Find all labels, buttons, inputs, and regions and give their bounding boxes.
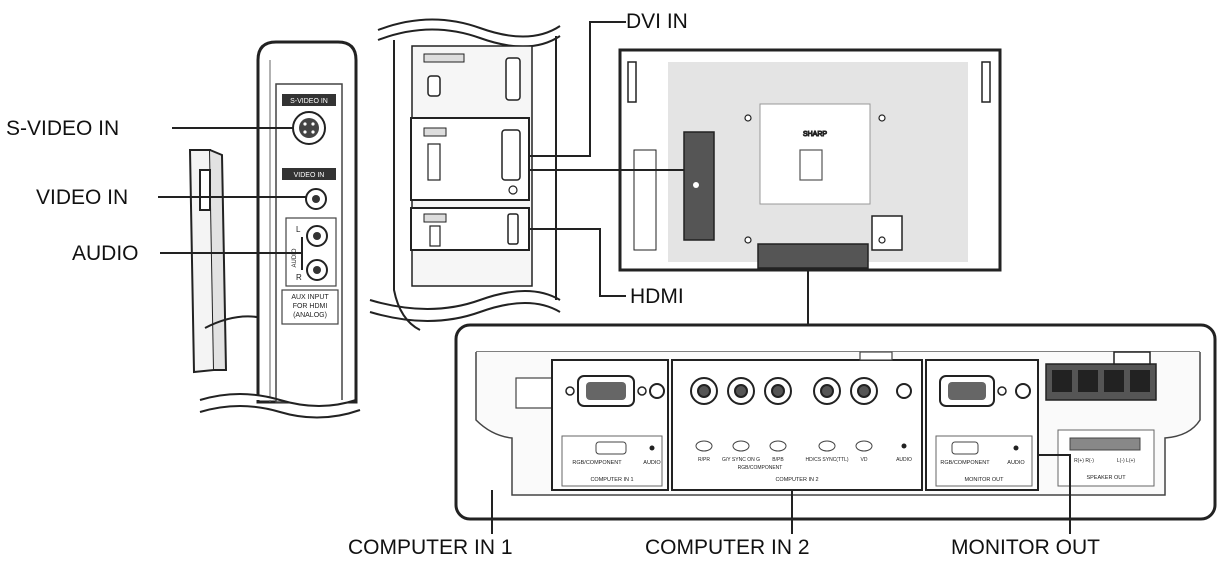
callout-video-in: VIDEO IN	[36, 186, 129, 209]
c1-rgb-component: RGB/COMPONENT	[572, 460, 622, 466]
aux-label-line2: FOR HDMI	[293, 303, 328, 310]
callout-audio: AUDIO	[72, 242, 139, 265]
leader-lines	[158, 21, 1071, 534]
sp-left: L(-) L(+)	[1117, 458, 1136, 464]
c2-group: RGB/COMPONENT	[738, 465, 783, 471]
terminal-panel-closeup: RGB/COMPONENT AUDIO COMPUTER IN 1 R/PR G…	[454, 323, 1217, 521]
computer-in-2-bnc-r	[690, 377, 718, 405]
monitor-out-audio-jack	[1015, 383, 1031, 399]
computer-in-2-bnc-hd	[813, 377, 841, 405]
rear-terminal-strip	[757, 243, 869, 269]
speaker-out-terminals	[1045, 351, 1157, 401]
c1-title: COMPUTER IN 1	[590, 477, 633, 483]
computer-in-2-bnc-vd	[850, 377, 878, 405]
leader-monitor-out	[1038, 454, 1071, 534]
sp-right: R(+) R(-)	[1074, 458, 1094, 464]
c2-hd-cs: HD/CS SYNC(TTL)	[805, 457, 848, 463]
side-audio-r-label: R	[296, 273, 302, 282]
rear-brand: SHARP	[803, 131, 827, 138]
sp-title: SPEAKER OUT	[1086, 475, 1126, 481]
aux-label-line3: (ANALOG)	[293, 312, 327, 319]
rear-dvi-hdmi-panel	[683, 131, 715, 241]
audio-r-jack	[306, 259, 328, 281]
callout-computer-in-1: COMPUTER IN 1	[348, 536, 513, 559]
leader-hdmi	[530, 228, 626, 297]
callout-dvi-in: DVI IN	[626, 10, 688, 33]
computer-in-2-bnc-g	[727, 377, 755, 405]
side-view-monitor	[188, 149, 271, 374]
computer-in-1-vga-port	[565, 375, 647, 407]
callout-monitor-out: MONITOR OUT	[951, 536, 1100, 559]
c2-g-y: G/Y SYNC ON G	[722, 457, 760, 463]
computer-in-1-audio-jack	[649, 383, 665, 399]
computer-in-2-audio-jack	[896, 383, 912, 399]
computer-in-2-bnc-b	[764, 377, 792, 405]
side-audio-l-label: L	[296, 225, 301, 234]
rear-view-monitor: SHARP	[618, 48, 1002, 272]
s-video-jack	[292, 111, 326, 145]
side-terminal-panel: S-VIDEO IN VIDEO IN L AUDIO R AUX I	[199, 40, 361, 419]
side-s-video-label: S-VIDEO IN	[290, 98, 328, 105]
c1-audio: AUDIO	[643, 460, 661, 466]
mo-audio: AUDIO	[1007, 460, 1025, 466]
mo-title: MONITOR OUT	[964, 477, 1004, 483]
c2-audio: AUDIO	[896, 457, 912, 463]
s-video-label-box	[282, 94, 336, 106]
video-jack	[305, 188, 327, 210]
callout-s-video-in: S-VIDEO IN	[6, 117, 120, 140]
mo-rgb-component: RGB/COMPONENT	[940, 460, 990, 466]
dvi-port	[501, 129, 521, 181]
c2-r-pr: R/PR	[698, 457, 710, 463]
audio-l-jack	[306, 225, 328, 247]
c2-title: COMPUTER IN 2	[775, 477, 818, 483]
side-audio-label: AUDIO	[292, 248, 298, 267]
c2-b-pb: B/PB	[772, 457, 784, 463]
hdmi-port	[507, 213, 519, 245]
c2-vd: VD	[861, 457, 868, 463]
monitor-out-vga-port	[939, 375, 1007, 407]
dvi-hdmi-detail	[369, 18, 561, 331]
side-video-label: VIDEO IN	[294, 172, 325, 179]
aux-label-line1: AUX INPUT	[291, 294, 329, 301]
video-label-box	[282, 168, 336, 180]
leader-dvi-in	[530, 21, 626, 157]
callout-hdmi: HDMI	[630, 285, 684, 308]
callout-computer-in-2: COMPUTER IN 2	[645, 536, 810, 559]
